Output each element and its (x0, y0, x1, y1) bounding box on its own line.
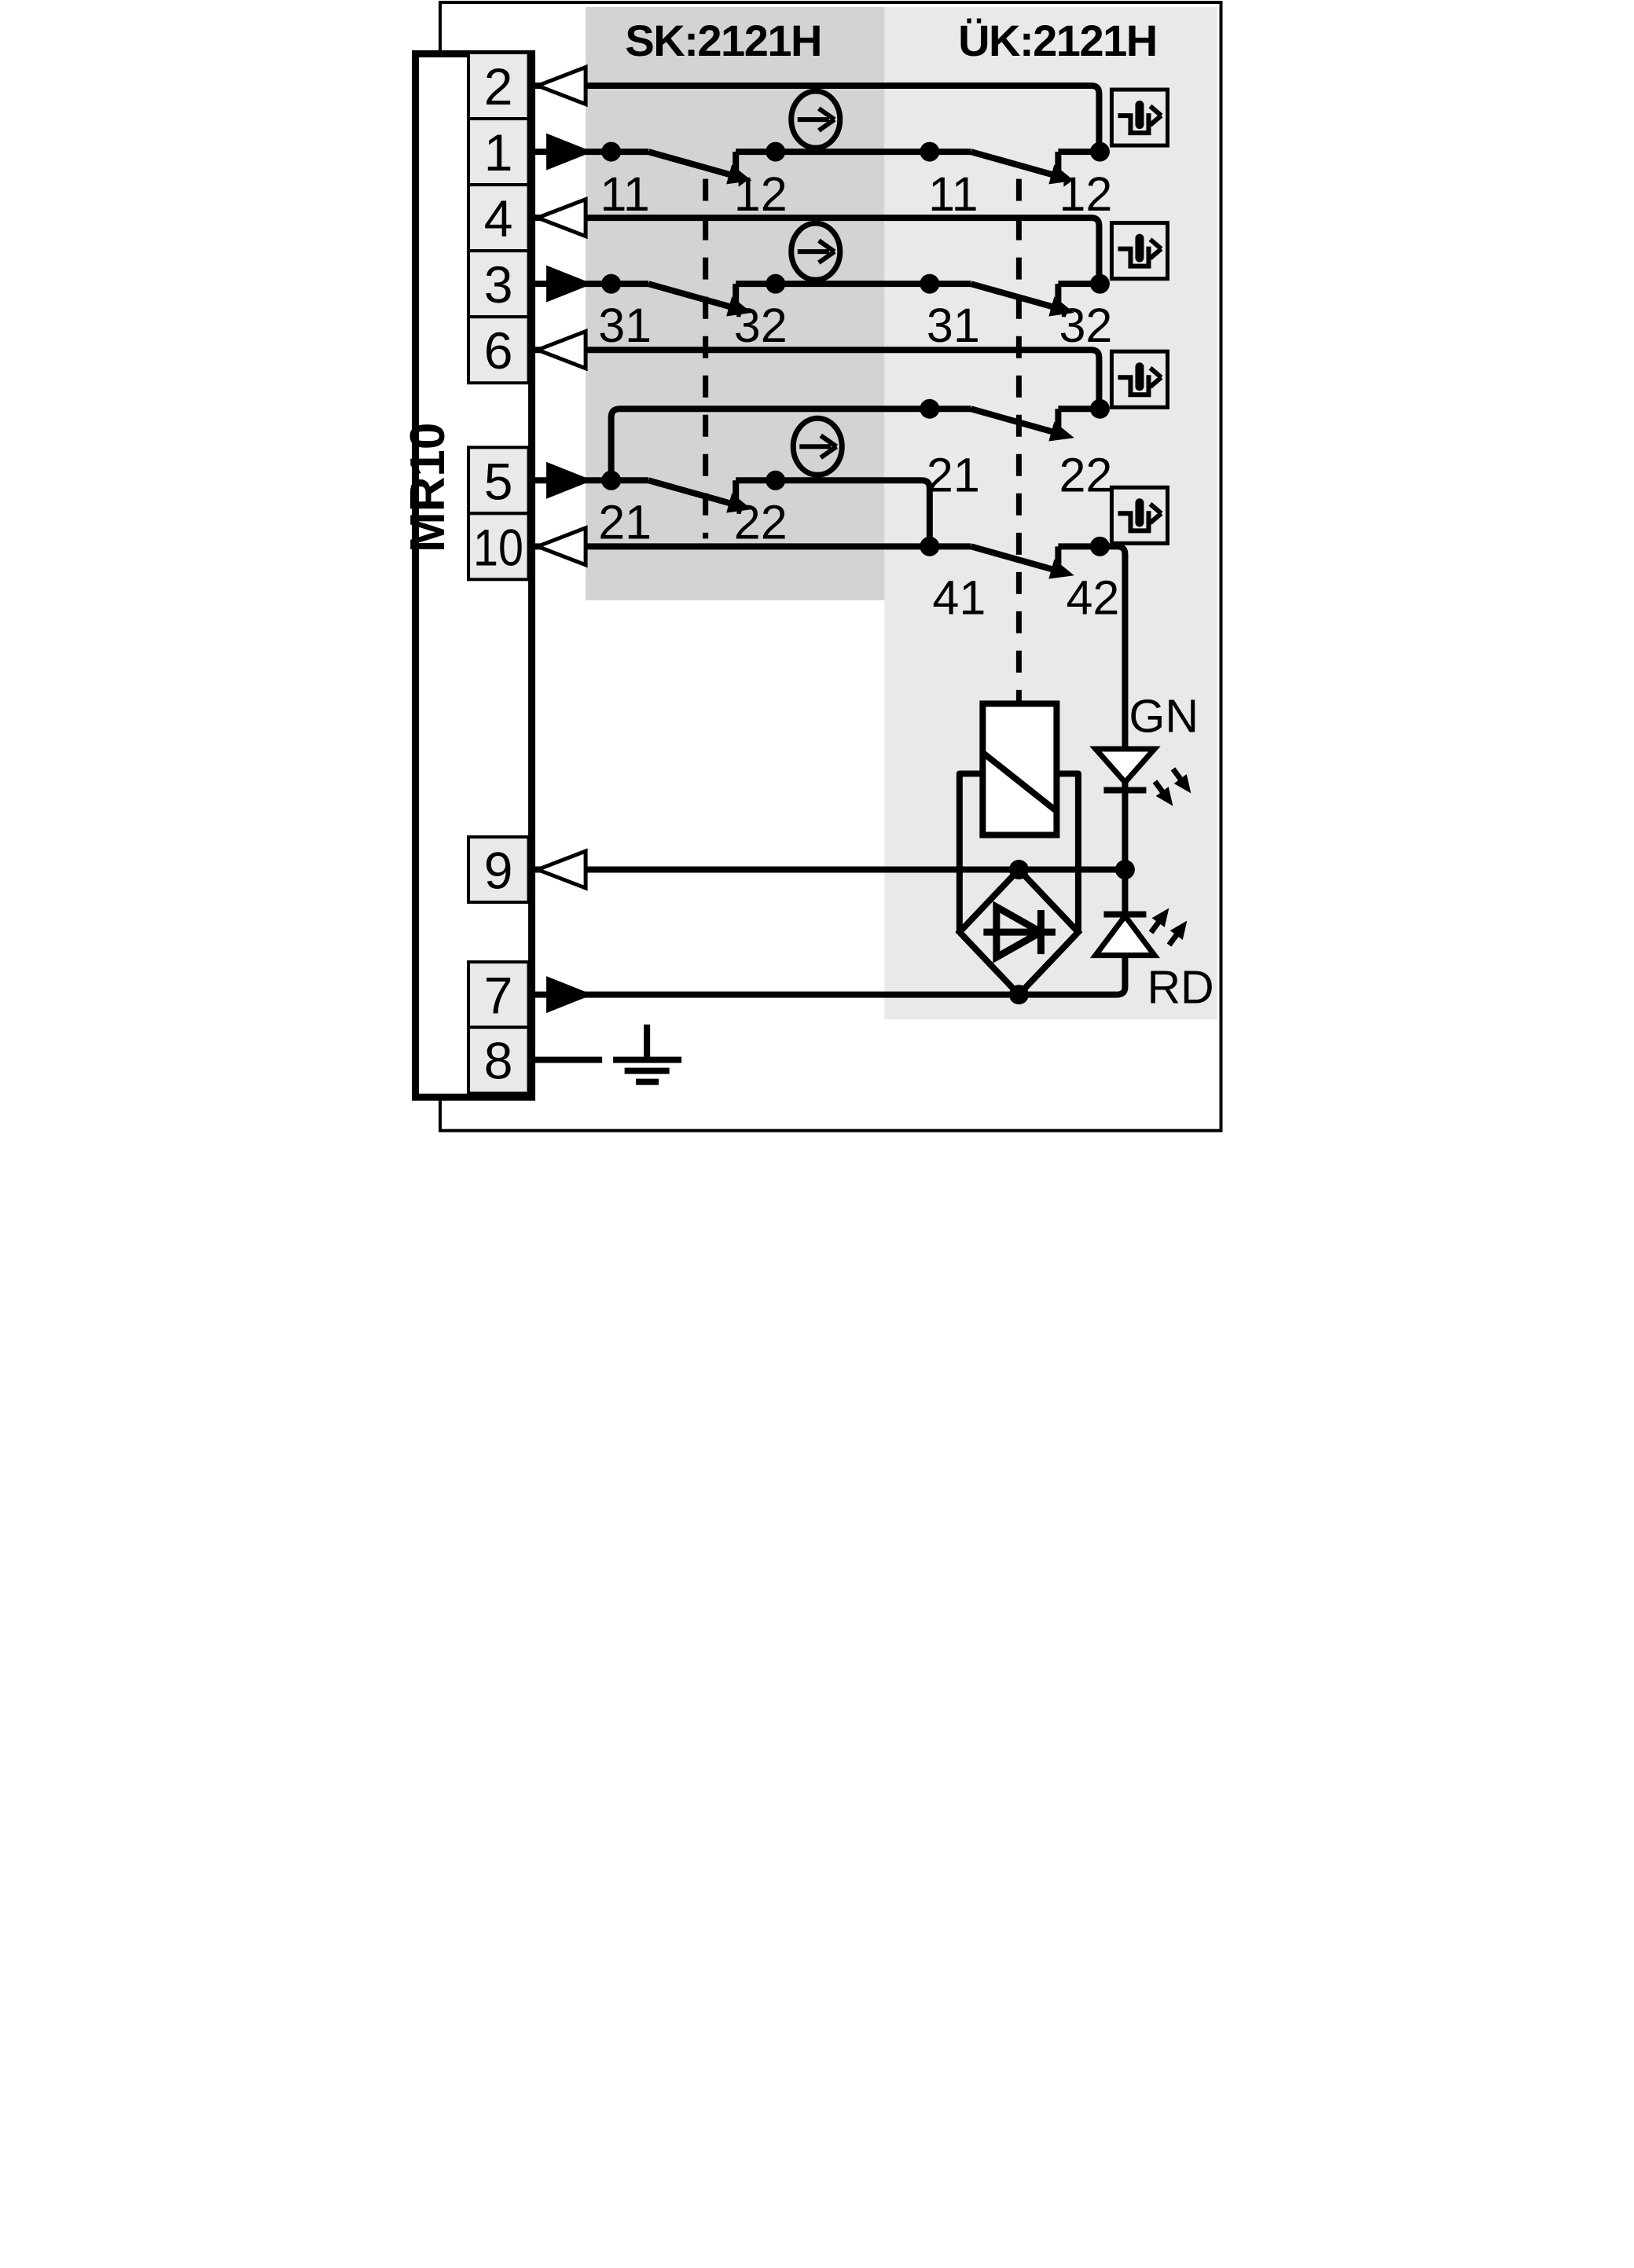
wiring-diagram: SK:2121H ÜK:2121H MR10 (408, 0, 1226, 1135)
relay-frame (956, 770, 1081, 933)
positive-opening-icon (1111, 223, 1167, 279)
terminal-box-7 (466, 960, 531, 1029)
contact-label: 31 (598, 299, 652, 352)
contact-label: 11 (928, 167, 978, 221)
green-led-ray (1152, 780, 1173, 806)
red-led-ray (1148, 908, 1169, 934)
contact-label: 42 (1066, 571, 1119, 624)
uk-column-header: ÜK:2121H (958, 16, 1157, 65)
switch-blade-uk-31-32 (969, 281, 1074, 317)
terminal-box-8 (466, 1026, 531, 1095)
switch-blade-sk-31-32 (647, 281, 752, 317)
positive-opening-icon (1111, 90, 1167, 145)
terminal-boxes (466, 51, 531, 1095)
terminal-number: 5 (483, 452, 512, 510)
wire-feed-uk-21 (608, 406, 971, 481)
red-led-ray (1166, 920, 1187, 947)
contact-label: 12 (1059, 167, 1112, 221)
switch-blade-uk-41-42 (969, 543, 1074, 579)
switch-blade-uk-21-22 (969, 406, 1074, 442)
wire-sk-22-to-41 (732, 477, 933, 547)
sk-column-header: SK:2121H (625, 16, 821, 65)
terminal-box-4 (466, 183, 531, 253)
terminal-box-6 (466, 315, 531, 385)
relay-assembly (956, 700, 1081, 933)
wire-uk-42-riser (1054, 543, 1128, 749)
green-led-icon: GN (1089, 690, 1199, 806)
terminal-number: 3 (483, 255, 512, 314)
terminal-box-9 (466, 835, 531, 905)
junction-dots (600, 141, 1135, 1005)
contact-label: 32 (733, 299, 787, 352)
positive-opening-icon (1111, 351, 1167, 407)
terminal-number: 4 (483, 189, 512, 248)
wire-terminal2 (528, 83, 1102, 152)
terminal-number: 10 (473, 518, 523, 576)
red-led-label: RD (1147, 962, 1214, 1014)
contact-label: 11 (600, 167, 649, 221)
circuit-svg: SK:2121H ÜK:2121H MR10 (408, 0, 1226, 1135)
terminal-box-1 (466, 117, 531, 187)
contact-label: 41 (932, 571, 986, 624)
terminal-number: 1 (483, 123, 512, 182)
contact-label: 22 (733, 495, 787, 549)
terminal-number: 7 (483, 967, 512, 1025)
contact-labels: 11 12 11 12 31 32 31 32 21 22 21 22 41 4… (598, 167, 1119, 624)
contact-label: 12 (733, 167, 787, 221)
terminal-number: 9 (483, 842, 512, 900)
red-led-triangle (1089, 911, 1160, 959)
contact-label: 21 (598, 495, 652, 549)
green-led-ray (1170, 767, 1191, 794)
contact-label: 21 (926, 448, 979, 501)
contact-label: 32 (1059, 299, 1112, 352)
relay-coil-box (979, 700, 1059, 839)
green-led-triangle (1089, 746, 1161, 787)
positive-opening-icon (1111, 487, 1167, 543)
switch-blade-sk-21-22 (647, 477, 752, 513)
terminal-number: 8 (483, 1032, 512, 1090)
contact-label: 22 (1059, 448, 1112, 501)
terminal-numbers: 2 1 4 3 6 5 10 9 7 8 (473, 57, 523, 1090)
green-led-label: GN (1129, 690, 1199, 742)
switch-blade-uk-11-12 (969, 149, 1074, 185)
switch-blade-sk-11-12 (647, 149, 752, 185)
terminal-number: 2 (483, 57, 512, 116)
terminal-number: 6 (483, 321, 512, 380)
contact-label: 31 (926, 299, 979, 352)
red-led-icon: RD (1089, 908, 1214, 1014)
wire-terminal6 (528, 347, 1102, 409)
wire-terminal4 (528, 215, 1102, 284)
earth-ground-icon (612, 1024, 681, 1085)
terminal-box-2 (466, 51, 531, 121)
terminal-box-10 (466, 512, 531, 582)
wire-led-bottom (1116, 955, 1128, 998)
connector-label: MR10 (409, 423, 455, 552)
terminal-box-5 (466, 446, 531, 516)
relay-coil-diagonal (981, 750, 1058, 813)
